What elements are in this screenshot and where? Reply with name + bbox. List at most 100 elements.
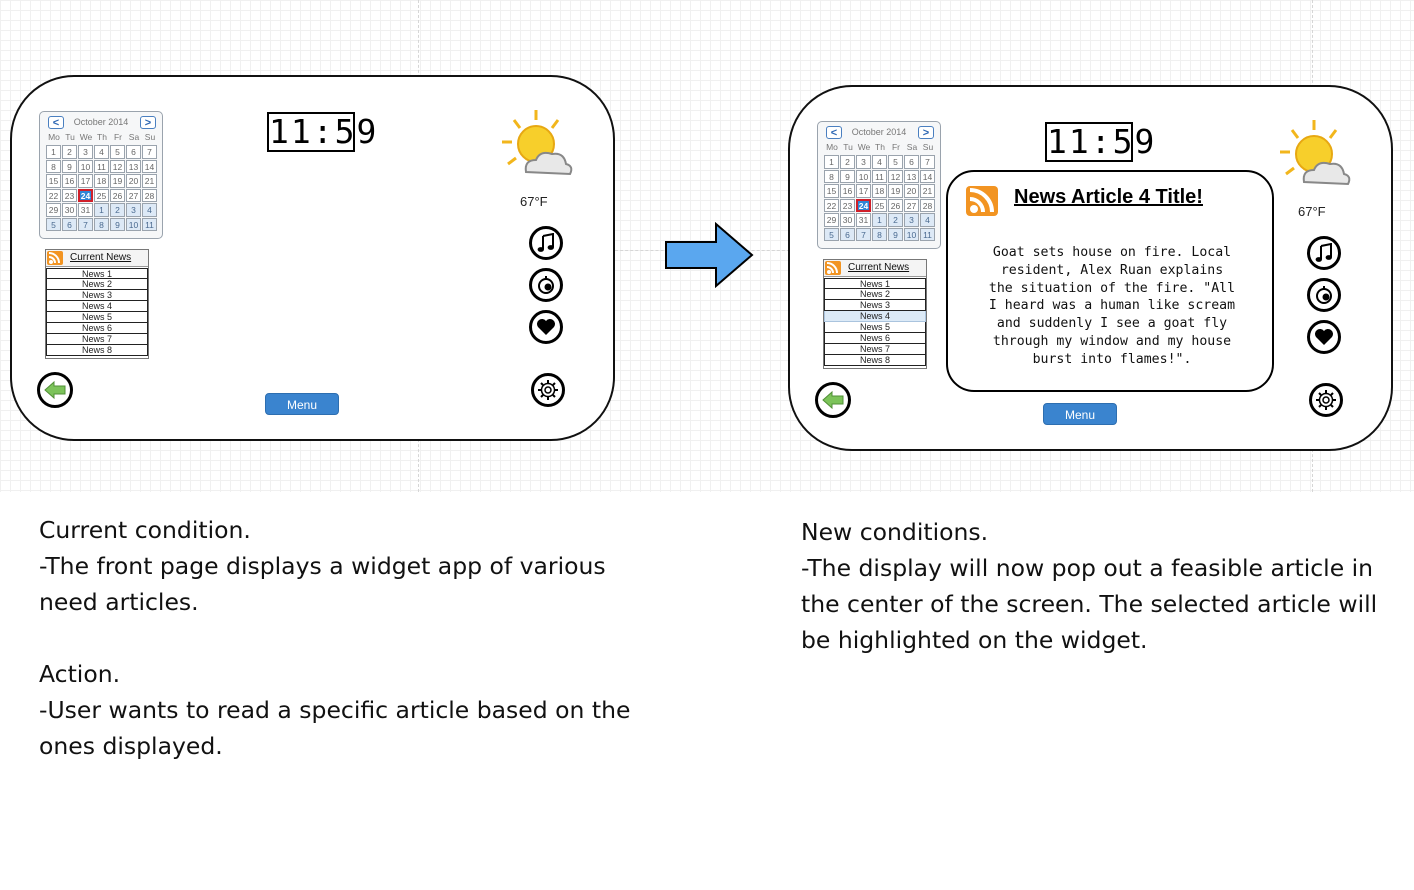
calendar-day[interactable]: 25 xyxy=(872,198,887,212)
news-list-item[interactable]: News 7 xyxy=(46,334,148,345)
calendar-day[interactable]: 9 xyxy=(110,217,125,231)
calendar-day[interactable]: 14 xyxy=(142,159,157,173)
back-button[interactable] xyxy=(37,372,73,408)
calendar-day[interactable]: 5 xyxy=(110,145,125,159)
calendar-day[interactable]: 3 xyxy=(904,213,919,227)
news-list-item[interactable]: News 5 xyxy=(824,322,926,333)
calendar-day[interactable]: 30 xyxy=(840,213,855,227)
news-list-item[interactable]: News 4 xyxy=(46,301,148,312)
calendar-day[interactable]: 10 xyxy=(904,227,919,241)
calendar-next-button[interactable]: > xyxy=(918,126,934,139)
calendar-day[interactable]: 17 xyxy=(856,184,871,198)
favorites-button[interactable] xyxy=(529,310,563,344)
calendar-day[interactable]: 1 xyxy=(824,155,839,169)
calendar-day[interactable]: 6 xyxy=(840,227,855,241)
calendar-day[interactable]: 7 xyxy=(78,217,93,231)
calendar-day[interactable]: 23 xyxy=(62,188,77,202)
calendar-day[interactable]: 30 xyxy=(62,203,77,217)
calendar-day[interactable]: 10 xyxy=(126,217,141,231)
back-button[interactable] xyxy=(815,382,851,418)
calendar-day[interactable]: 7 xyxy=(142,145,157,159)
article-popup[interactable]: News Article 4 Title! Goat sets house on… xyxy=(946,170,1274,392)
calendar-day[interactable]: 1 xyxy=(94,203,109,217)
calendar-prev-button[interactable]: < xyxy=(826,126,842,139)
calendar-day[interactable]: 3 xyxy=(126,203,141,217)
calendar-day[interactable]: 29 xyxy=(46,203,61,217)
calendar-day[interactable]: 8 xyxy=(824,169,839,183)
news-list-item[interactable]: News 8 xyxy=(824,355,926,366)
calendar-day[interactable]: 18 xyxy=(872,184,887,198)
calendar-day[interactable]: 7 xyxy=(856,227,871,241)
calendar-day[interactable]: 4 xyxy=(142,203,157,217)
calendar-day[interactable]: 27 xyxy=(904,198,919,212)
calendar-day[interactable]: 2 xyxy=(110,203,125,217)
news-list-item[interactable]: News 1 xyxy=(824,278,926,289)
calendar-next-button[interactable]: > xyxy=(140,116,156,129)
calendar-day[interactable]: 13 xyxy=(126,159,141,173)
calendar-day[interactable]: 15 xyxy=(46,174,61,188)
timer-button[interactable] xyxy=(529,268,563,302)
calendar-day[interactable]: 13 xyxy=(904,169,919,183)
calendar-day[interactable]: 6 xyxy=(904,155,919,169)
calendar-day[interactable]: 4 xyxy=(920,213,935,227)
calendar-day[interactable]: 6 xyxy=(62,217,77,231)
calendar-day[interactable]: 18 xyxy=(94,174,109,188)
calendar-day[interactable]: 22 xyxy=(46,188,61,202)
calendar-day[interactable]: 2 xyxy=(840,155,855,169)
calendar-day[interactable]: 1 xyxy=(872,213,887,227)
calendar-day[interactable]: 4 xyxy=(872,155,887,169)
calendar-day[interactable]: 10 xyxy=(856,169,871,183)
calendar-day[interactable]: 5 xyxy=(888,155,903,169)
calendar-day[interactable]: 8 xyxy=(94,217,109,231)
calendar-day[interactable]: 3 xyxy=(856,155,871,169)
calendar-day[interactable]: 23 xyxy=(840,198,855,212)
news-list-item[interactable]: News 2 xyxy=(824,289,926,300)
news-list-item[interactable]: News 7 xyxy=(824,344,926,355)
calendar-day-today[interactable]: 24 xyxy=(78,188,93,202)
menu-button[interactable]: Menu xyxy=(265,393,339,415)
calendar-day[interactable]: 9 xyxy=(840,169,855,183)
calendar-day[interactable]: 26 xyxy=(888,198,903,212)
news-list-item[interactable]: News 3 xyxy=(824,300,926,311)
settings-button[interactable] xyxy=(531,373,565,407)
music-button[interactable] xyxy=(529,226,563,260)
calendar-day[interactable]: 2 xyxy=(62,145,77,159)
calendar-day[interactable]: 21 xyxy=(142,174,157,188)
calendar-day[interactable]: 20 xyxy=(904,184,919,198)
calendar-day[interactable]: 9 xyxy=(888,227,903,241)
calendar-day[interactable]: 11 xyxy=(872,169,887,183)
calendar-day-today[interactable]: 24 xyxy=(856,198,871,212)
calendar-day[interactable]: 25 xyxy=(94,188,109,202)
calendar-day[interactable]: 20 xyxy=(126,174,141,188)
favorites-button[interactable] xyxy=(1307,320,1341,354)
calendar-day[interactable]: 9 xyxy=(62,159,77,173)
calendar-day[interactable]: 21 xyxy=(920,184,935,198)
calendar-day[interactable]: 22 xyxy=(824,198,839,212)
calendar-day[interactable]: 26 xyxy=(110,188,125,202)
calendar-day[interactable]: 12 xyxy=(888,169,903,183)
calendar-day[interactable]: 6 xyxy=(126,145,141,159)
calendar-day[interactable]: 11 xyxy=(920,227,935,241)
calendar-day[interactable]: 3 xyxy=(78,145,93,159)
settings-button[interactable] xyxy=(1309,383,1343,417)
calendar-day[interactable]: 12 xyxy=(110,159,125,173)
news-list-item[interactable]: News 3 xyxy=(46,290,148,301)
calendar-day[interactable]: 28 xyxy=(142,188,157,202)
calendar-day[interactable]: 11 xyxy=(94,159,109,173)
calendar-day[interactable]: 31 xyxy=(856,213,871,227)
calendar-day[interactable]: 19 xyxy=(110,174,125,188)
menu-button[interactable]: Menu xyxy=(1043,403,1117,425)
music-button[interactable] xyxy=(1307,236,1341,270)
calendar-day[interactable]: 10 xyxy=(78,159,93,173)
calendar-day[interactable]: 15 xyxy=(824,184,839,198)
news-list-item[interactable]: News 8 xyxy=(46,345,148,356)
calendar-day[interactable]: 5 xyxy=(824,227,839,241)
calendar-day[interactable]: 14 xyxy=(920,169,935,183)
calendar-day[interactable]: 16 xyxy=(62,174,77,188)
calendar-day[interactable]: 28 xyxy=(920,198,935,212)
calendar-day[interactable]: 8 xyxy=(46,159,61,173)
timer-button[interactable] xyxy=(1307,278,1341,312)
calendar-day[interactable]: 5 xyxy=(46,217,61,231)
